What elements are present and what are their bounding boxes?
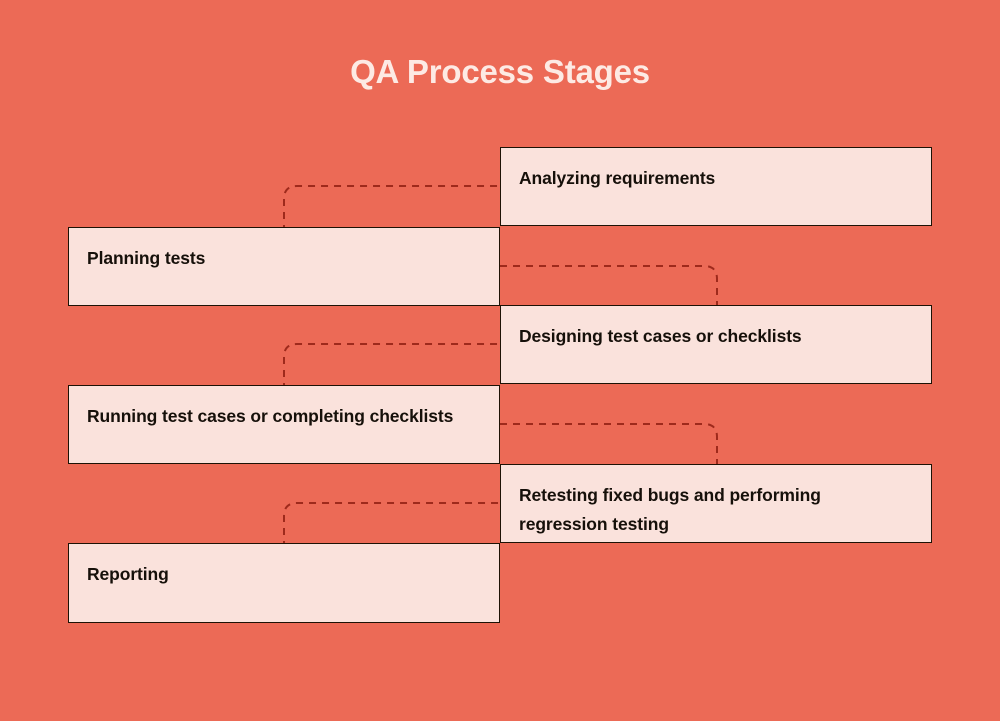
connector-planning-to-analyzing	[283, 185, 500, 232]
stage-box[interactable]: Running test cases or completing checkli…	[68, 385, 500, 464]
stage-label: Analyzing requirements	[519, 168, 716, 188]
stage-label: Designing test cases or checklists	[519, 326, 802, 346]
connector-reporting-to-retesting	[283, 502, 500, 548]
stage-label: Running test cases or completing checkli…	[87, 406, 454, 426]
stage-label: Reporting	[87, 564, 169, 584]
stage-label: Retesting fixed bugs and performing regr…	[519, 485, 821, 534]
connector-running-to-retesting	[500, 423, 718, 469]
page-title: QA Process Stages	[350, 53, 650, 90]
stage-box[interactable]: Designing test cases or checklists	[500, 305, 932, 384]
connector-planning-to-designing	[500, 265, 718, 310]
stage-label: Planning tests	[87, 248, 206, 268]
connector-running-to-designing	[283, 343, 500, 390]
stage-box[interactable]: Planning tests	[68, 227, 500, 306]
stage-box[interactable]: Reporting	[68, 543, 500, 623]
stage-box[interactable]: Analyzing requirements	[500, 147, 932, 226]
stage-box[interactable]: Retesting fixed bugs and performing regr…	[500, 464, 932, 543]
